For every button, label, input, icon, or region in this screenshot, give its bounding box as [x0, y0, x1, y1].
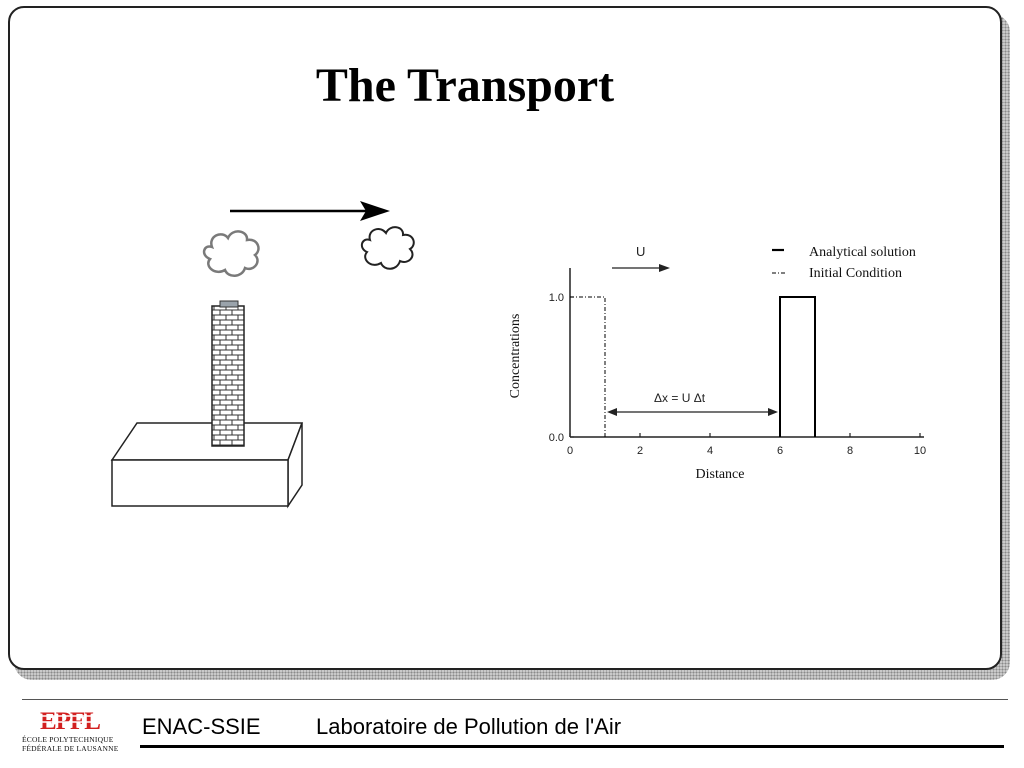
- chimney: [211, 300, 245, 447]
- y-axis-label: Concentrations: [508, 314, 523, 399]
- logo-line-1: ÉCOLE POLYTECHNIQUE: [22, 735, 114, 744]
- slide-title: The Transport: [315, 59, 615, 112]
- concentration-chart: 0 2 4 6 8 10 0.0 1.0 U Δx = U Δt Distance Conc…: [508, 244, 926, 482]
- epfl-logo-mark: EPFL: [22, 708, 118, 734]
- x-tick-label-8: 8: [847, 445, 853, 457]
- delta-x-arrow: [607, 408, 778, 416]
- series-analytical-solution: [779, 296, 816, 437]
- legend-label-initial: Initial Condition: [809, 266, 902, 281]
- delta-x-label: Δx = U Δt: [654, 391, 706, 405]
- transport-arrow: [230, 201, 390, 221]
- svg-text:EPFL: EPFL: [40, 708, 100, 734]
- x-tick-label-10: 10: [914, 445, 926, 457]
- transport-diagram: 0 2 4 6 8 10 0.0 1.0 U Δx = U Δt Distance Conc…: [110, 201, 926, 509]
- footer-divider: [22, 699, 1008, 700]
- series-layer: [570, 296, 816, 437]
- x-tick-labels: 0 2 4 6 8 10: [567, 445, 926, 457]
- y-tick-labels: 0.0 1.0: [549, 292, 564, 444]
- smoke-cloud-right: [360, 226, 415, 270]
- x-axis-label: Distance: [696, 467, 745, 482]
- x-tick-label-4: 4: [707, 445, 713, 457]
- footer-underline: [140, 745, 1004, 748]
- smoke-cloud-left: [202, 230, 260, 277]
- footer-laboratory: Laboratoire de Pollution de l'Air: [316, 714, 622, 739]
- x-tick-label-2: 2: [637, 445, 643, 457]
- x-tick-label-0: 0: [567, 445, 573, 457]
- velocity-arrow: [612, 264, 670, 272]
- legend-label-analytical: Analytical solution: [809, 245, 916, 260]
- slide-frame: [8, 6, 1002, 670]
- footer-organization: ENAC-SSIE: [142, 714, 261, 739]
- y-tick-label-0.0: 0.0: [549, 432, 564, 444]
- logo-line-2: FÉDÉRALE DE LAUSANNE: [22, 744, 119, 753]
- y-tick-label-1.0: 1.0: [549, 292, 564, 304]
- chart-legend: Analytical solution Initial Condition: [772, 245, 916, 281]
- x-tick-label-6: 6: [777, 445, 783, 457]
- factory-building: [110, 422, 304, 509]
- velocity-label: U: [636, 244, 645, 259]
- series-initial-condition: [570, 296, 606, 437]
- epfl-logo: EPFL ÉCOLE POLYTECHNIQUE FÉDÉRALE DE LAU…: [22, 708, 118, 753]
